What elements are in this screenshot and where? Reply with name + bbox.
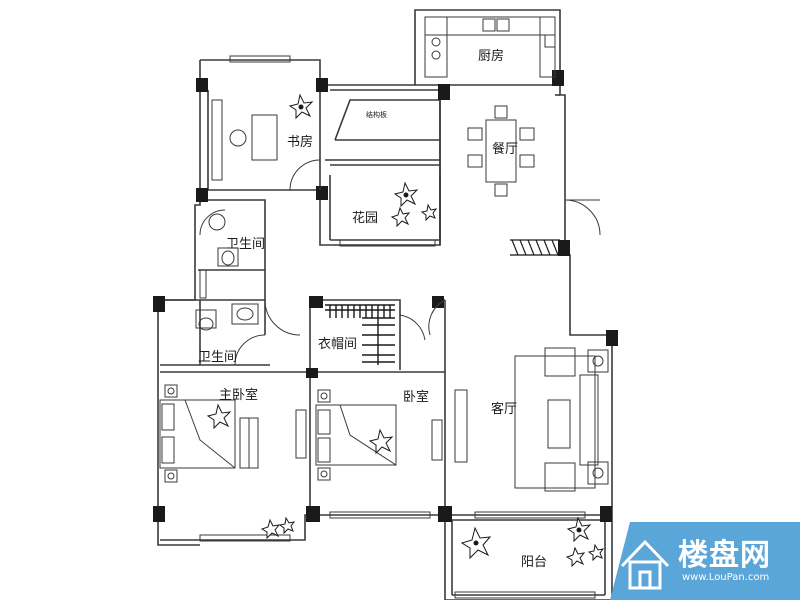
bathroom-fixtures bbox=[195, 213, 259, 331]
house-logo-icon bbox=[620, 539, 670, 590]
room-label-kitchen: 厨房 bbox=[478, 49, 505, 64]
wall-columns bbox=[153, 70, 618, 522]
plant-bedroom-2 bbox=[278, 516, 296, 535]
plant-balcony-2 bbox=[566, 516, 592, 543]
watermark-background bbox=[610, 522, 800, 600]
study-furniture bbox=[211, 99, 278, 181]
bedroom-furniture bbox=[295, 389, 443, 481]
kitchen-fixtures bbox=[424, 16, 556, 78]
room-label-study: 书房 bbox=[287, 135, 314, 150]
doors bbox=[199, 159, 601, 366]
master-bedroom-furniture bbox=[159, 384, 259, 483]
plant-garden-3 bbox=[420, 203, 438, 222]
room-label-bedroom: 卧室 bbox=[403, 390, 430, 405]
room-label-structural-slab: 结构板 bbox=[366, 111, 387, 119]
plant-bed-pillow-2 bbox=[368, 428, 394, 455]
plant-study bbox=[288, 93, 314, 120]
plant-balcony-4 bbox=[587, 543, 605, 562]
plant-garden-1 bbox=[393, 181, 419, 208]
windows bbox=[199, 55, 596, 599]
room-label-closet: 衣帽间 bbox=[318, 337, 358, 352]
plant-balcony-3 bbox=[565, 546, 586, 568]
brand-watermark: 楼盘网 www.LouPan.com bbox=[610, 522, 800, 600]
watermark-brand: 楼盘网 bbox=[678, 538, 771, 573]
plant-bedroom-1 bbox=[260, 518, 281, 540]
room-label-living-room: 客厅 bbox=[491, 402, 518, 417]
living-room-furniture bbox=[454, 347, 609, 492]
railing-hatch bbox=[510, 239, 560, 256]
closet-wardrobe bbox=[325, 304, 395, 365]
room-label-balcony: 阳台 bbox=[521, 555, 548, 570]
outer-walls bbox=[157, 9, 613, 600]
room-label-bathroom-upper: 卫生间 bbox=[226, 237, 266, 252]
plant-bed-pillow-1 bbox=[206, 403, 232, 430]
room-label-garden: 花园 bbox=[352, 211, 379, 226]
watermark-url: www.LouPan.com bbox=[682, 572, 770, 583]
room-label-master-bedroom: 主卧室 bbox=[219, 388, 259, 403]
plants bbox=[206, 93, 605, 568]
dining-set bbox=[467, 105, 535, 197]
plant-garden-2 bbox=[390, 206, 411, 228]
room-label-bathroom-lower: 卫生间 bbox=[198, 350, 238, 365]
room-label-dining: 餐厅 bbox=[492, 142, 519, 157]
plant-balcony-1 bbox=[460, 526, 492, 560]
